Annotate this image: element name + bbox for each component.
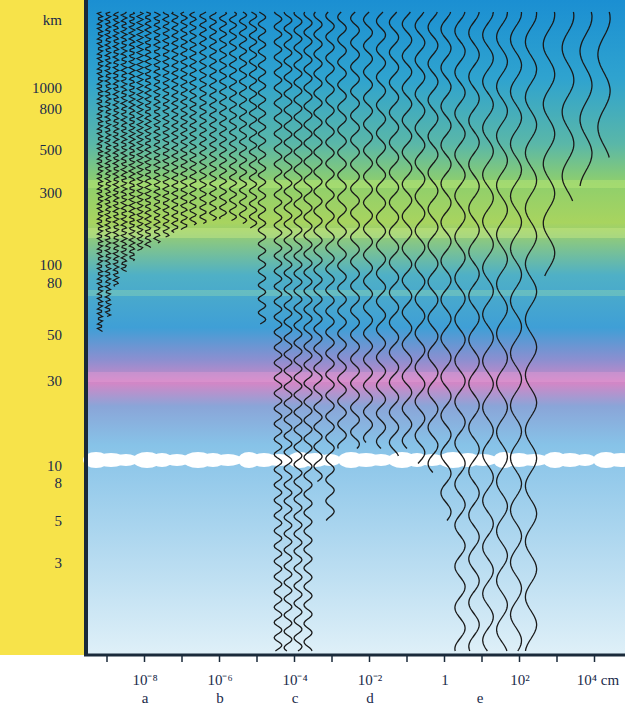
tick: [106, 656, 108, 662]
wave-line: [294, 12, 302, 651]
wave-line: [210, 12, 217, 221]
cloud: [574, 454, 596, 466]
wave-line: [121, 12, 127, 272]
wave-line: [137, 12, 143, 251]
band-letter: d: [366, 691, 374, 706]
wave-line: [163, 12, 169, 237]
wave-line: [428, 12, 438, 473]
band-letter: a: [142, 691, 149, 706]
wave-line: [230, 12, 237, 221]
tick: [594, 656, 596, 662]
altitude-label: 30: [47, 374, 62, 389]
wave-line: [172, 12, 178, 233]
tick: [294, 656, 296, 662]
sky-background: [86, 0, 625, 655]
wave-line: [415, 12, 425, 464]
tick: [481, 656, 483, 662]
wave-line: [598, 12, 610, 158]
vertical-axis: [84, 0, 88, 656]
wavelength-label: 10⁻⁶: [207, 673, 232, 688]
altitude-label: 500: [40, 143, 63, 158]
altitude-label: 5: [55, 514, 63, 529]
altitude-label: 8: [55, 476, 63, 491]
axis-ticks: [107, 656, 595, 662]
wave-line: [105, 12, 110, 317]
altitude-label: 1000: [32, 81, 62, 96]
altitude-label: 3: [55, 556, 63, 571]
wave-line: [562, 12, 574, 201]
wave-line: [220, 12, 227, 219]
wave-line: [497, 12, 508, 651]
tick: [406, 656, 408, 662]
tick: [181, 656, 183, 662]
altitude-label: 100: [40, 258, 63, 273]
tick: [556, 656, 558, 662]
wavelength-label: 10⁴ cm: [577, 673, 619, 688]
wave-line: [129, 12, 135, 261]
tick: [519, 656, 521, 662]
wave-line: [145, 12, 151, 248]
wave-line: [181, 12, 187, 230]
wave-line: [274, 12, 282, 651]
tick: [144, 656, 146, 662]
altitude-label: 800: [40, 102, 63, 117]
wave-line: [249, 12, 256, 228]
tick: [331, 656, 333, 662]
wave-line: [239, 12, 246, 224]
yellow-axis-strip: [0, 0, 86, 655]
wavelength-label: 10⁻⁸: [132, 673, 157, 688]
wave-line: [304, 12, 312, 651]
band-letter: e: [477, 691, 484, 706]
wave-line: [364, 12, 373, 443]
wave-line: [483, 12, 494, 651]
cloud: [214, 454, 242, 466]
wave-line: [511, 12, 522, 651]
wave-line: [402, 12, 411, 449]
wave-line: [351, 12, 360, 449]
wavelength-label: 1: [441, 673, 449, 688]
wave-lines: [98, 12, 611, 651]
tick: [219, 656, 221, 662]
wavelength-label: 10⁻²: [358, 673, 383, 688]
tick: [256, 656, 258, 662]
cloud-layer: [83, 452, 625, 468]
wave-line: [98, 12, 103, 332]
cloud: [606, 453, 625, 467]
wave-line: [326, 12, 334, 521]
altitude-label: 10: [47, 459, 62, 474]
altitude-label: 300: [40, 186, 63, 201]
altitude-label: 50: [47, 328, 62, 343]
wave-line: [377, 12, 386, 449]
wavelength-label: 10²: [510, 673, 530, 688]
wave-line: [190, 12, 196, 225]
wave-line: [314, 12, 322, 482]
altitude-label: 80: [47, 276, 62, 291]
wave-line: [455, 12, 465, 651]
horizontal-axis: [84, 654, 625, 657]
wave-line: [258, 12, 265, 324]
wave-line: [441, 12, 451, 521]
tick: [369, 656, 371, 662]
wave-line: [284, 12, 292, 651]
wave-line: [469, 12, 479, 651]
tick: [444, 656, 446, 662]
altitude-label: km: [43, 13, 62, 28]
band-letter: b: [216, 691, 224, 706]
wave-line: [154, 12, 160, 243]
wave-line: [338, 12, 347, 449]
band-letter: c: [292, 691, 299, 706]
wave-line: [525, 12, 536, 651]
wave-line: [580, 12, 592, 186]
wave-line: [200, 12, 207, 224]
wavelength-label: 10⁻⁴: [282, 673, 307, 688]
wave-line: [113, 12, 118, 287]
wave-line: [389, 12, 398, 456]
wave-line: [543, 12, 554, 276]
